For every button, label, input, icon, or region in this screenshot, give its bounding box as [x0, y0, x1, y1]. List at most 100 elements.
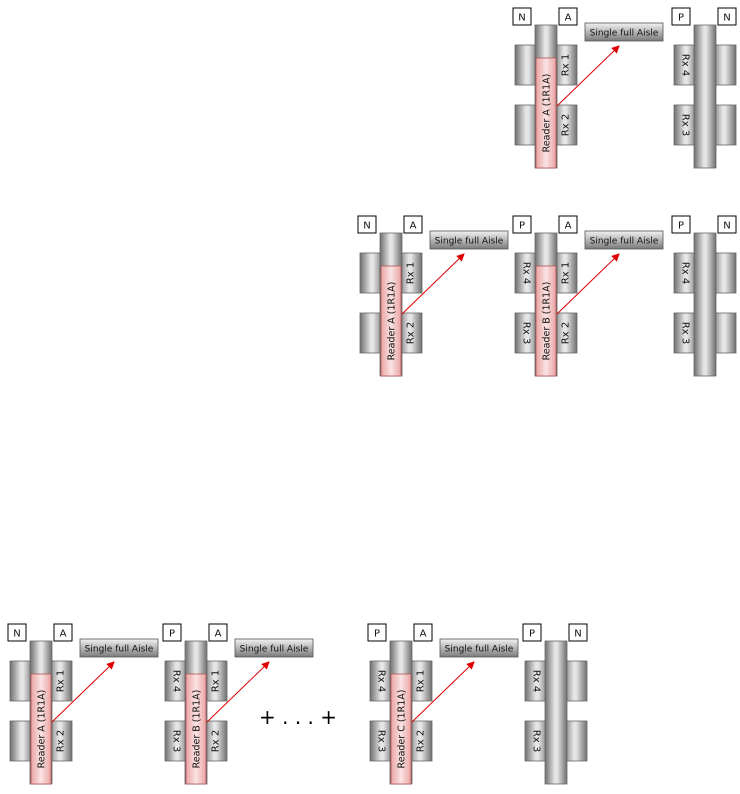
signal-arrow — [51, 661, 115, 723]
reader-label: Reader A (1R1A) — [37, 690, 48, 769]
left-tag-label: P — [519, 221, 525, 232]
right-tag-label: A — [565, 221, 572, 232]
right-tag-box — [558, 7, 578, 26]
signal-arrow — [206, 661, 270, 723]
aisle-row: N A Reader A (1R1A) Rx 1 Rx 2 Single full Ais… — [357, 215, 737, 377]
rx-label: Rx 2 — [56, 730, 67, 752]
signal-arrow — [556, 253, 620, 315]
rx-label: Rx 3 — [531, 730, 542, 752]
left-tag-label: N — [518, 13, 525, 24]
shelf-pillar — [693, 24, 717, 169]
aisle-label-bar — [234, 638, 314, 658]
left-tag-label: P — [529, 629, 535, 640]
right-tag-box — [413, 623, 433, 642]
rx-label: Rx 4 — [680, 262, 691, 284]
reader-box — [535, 57, 557, 169]
reader-label: Reader C (1R1A) — [397, 690, 408, 769]
reader-box — [185, 673, 207, 785]
aisle-label: Single full Aisle — [590, 237, 659, 247]
repeat-separator: + . . . + — [259, 705, 337, 729]
rx-label: Rx 4 — [531, 670, 542, 692]
aisle-label-bar — [79, 638, 159, 658]
left-tag-box — [671, 215, 691, 234]
rx-label: Rx 4 — [171, 670, 182, 692]
right-tag-label: N — [723, 221, 730, 232]
left-tag-label: P — [678, 221, 684, 232]
rx-label: Rx 1 — [561, 262, 572, 284]
reader-box — [30, 673, 52, 785]
left-tag-label: P — [374, 629, 380, 640]
rx-label: Rx 3 — [680, 114, 691, 136]
reader-label: Reader A (1R1A) — [542, 74, 553, 153]
left-tag-box — [671, 7, 691, 26]
shelf-pillar — [693, 232, 717, 377]
right-tag-label: A — [420, 629, 427, 640]
rx-label: Rx 2 — [416, 730, 427, 752]
right-tag-box — [403, 215, 423, 234]
rx-label: Rx 2 — [406, 322, 417, 344]
right-tag-box — [208, 623, 228, 642]
rx-label: Rx 3 — [376, 730, 387, 752]
left-tag-box — [7, 623, 27, 642]
rx-label: Rx 2 — [561, 114, 572, 136]
aisle-panel: P A Reader B (1R1A) Rx 4 Rx 3 Rx 1 Rx 2 Single … — [162, 623, 314, 785]
right-tag-box — [717, 215, 737, 234]
rx-label: Rx 2 — [211, 730, 222, 752]
right-tag-label: A — [565, 13, 572, 24]
left-tag-box — [522, 623, 542, 642]
rx-label: Rx 3 — [171, 730, 182, 752]
aisle-panel: P A Reader B (1R1A) Rx 4 Rx 3 Rx 1 Rx 2 Single … — [512, 215, 664, 377]
left-tag-box — [162, 623, 182, 642]
shelf-pillar — [544, 640, 568, 785]
rx-label: Rx 3 — [680, 322, 691, 344]
aisle-label-bar — [439, 638, 519, 658]
right-tag-box — [558, 215, 578, 234]
left-tag-box — [512, 215, 532, 234]
left-tag-box — [367, 623, 387, 642]
rx-label: Rx 3 — [521, 322, 532, 344]
right-tag-box — [717, 7, 737, 26]
reader-box — [390, 673, 412, 785]
left-tag-label: N — [363, 221, 370, 232]
rx-label: Rx 1 — [56, 670, 67, 692]
rx-label: Rx 1 — [561, 54, 572, 76]
aisle-panel: P N Rx 4 Rx 3 — [671, 7, 737, 169]
right-tag-label: A — [410, 221, 417, 232]
aisle-row: N A Reader A (1R1A) Rx 1 Rx 2 Single full Ais… — [7, 623, 588, 785]
aisle-label-bar — [584, 230, 664, 250]
rx-label: Rx 1 — [406, 262, 417, 284]
aisle-label-bar — [584, 22, 664, 42]
right-tag-label: A — [215, 629, 222, 640]
rx-label: Rx 4 — [521, 262, 532, 284]
aisle-label-bar — [429, 230, 509, 250]
aisle-panel: P N Rx 4 Rx 3 — [671, 215, 737, 377]
reader-label: Reader A (1R1A) — [387, 282, 398, 361]
right-tag-label: N — [723, 13, 730, 24]
rx-label: Rx 4 — [680, 54, 691, 76]
left-tag-label: P — [678, 13, 684, 24]
right-tag-box — [53, 623, 73, 642]
left-tag-label: N — [13, 629, 20, 640]
aisle-label: Single full Aisle — [85, 645, 154, 655]
aisle-label: Single full Aisle — [435, 237, 504, 247]
reader-label: Reader B (1R1A) — [542, 282, 553, 361]
reader-box — [535, 265, 557, 377]
signal-arrow — [401, 253, 465, 315]
left-tag-box — [357, 215, 377, 234]
aisle-panel: N A Reader A (1R1A) Rx 1 Rx 2 Single full Ais… — [357, 215, 509, 377]
signal-arrow — [411, 661, 475, 723]
signal-arrow — [556, 45, 620, 107]
left-tag-label: P — [169, 629, 175, 640]
rx-label: Rx 4 — [376, 670, 387, 692]
reader-label: Reader B (1R1A) — [192, 690, 203, 769]
rx-label: Rx 1 — [211, 670, 222, 692]
left-tag-box — [512, 7, 532, 26]
aisle-label: Single full Aisle — [240, 645, 309, 655]
rx-label: Rx 2 — [561, 322, 572, 344]
